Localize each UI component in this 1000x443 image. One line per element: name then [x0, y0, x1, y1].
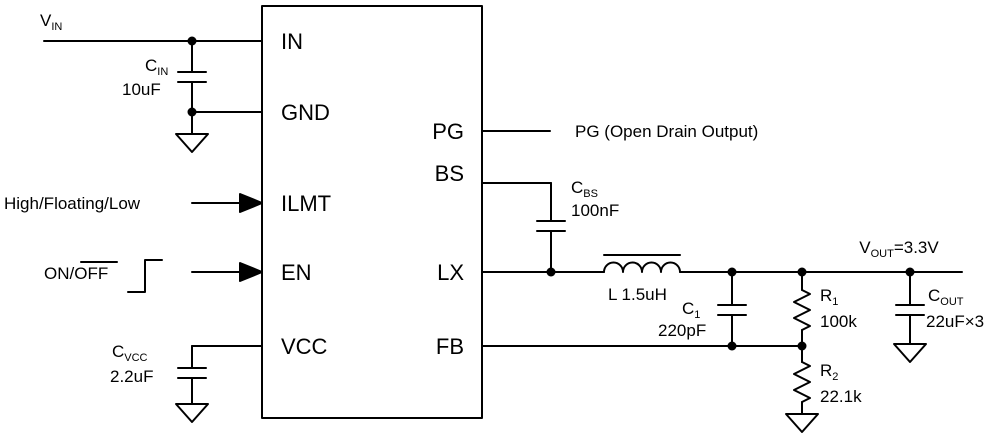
pin-bs: BS	[435, 161, 464, 186]
r1-label: R1	[820, 286, 838, 308]
ilmt-label: High/Floating/Low	[4, 194, 141, 213]
r2-resistor	[793, 345, 811, 415]
pin-lx: LX	[437, 260, 464, 285]
pin-ilmt: ILMT	[281, 191, 331, 216]
cout-label: COUT	[928, 286, 964, 308]
r2-value: 22.1k	[820, 387, 862, 406]
pin-in: IN	[281, 29, 303, 54]
pin-vcc: VCC	[281, 334, 328, 359]
junction-dots	[187, 36, 915, 351]
cvcc-value: 2.2uF	[110, 367, 153, 386]
ground-symbol-cvcc	[175, 403, 209, 423]
c1-capacitor	[717, 271, 747, 347]
cin-label: CIN	[145, 56, 168, 78]
r2-label: R2	[820, 361, 838, 383]
ilmt-arrow	[191, 193, 263, 213]
bs-net	[481, 182, 566, 273]
en-step-icon	[127, 259, 163, 293]
cvcc-label: CVCC	[112, 342, 148, 364]
cbs-label: CBS	[571, 178, 598, 200]
inductor-label: L 1.5uH	[608, 285, 667, 304]
ground-symbol-r2	[785, 413, 819, 433]
cin-value: 10uF	[122, 80, 161, 99]
ground-symbol-cout	[893, 343, 927, 363]
ic-body	[261, 5, 483, 419]
pin-en: EN	[281, 260, 312, 285]
c1-value: 220pF	[658, 321, 706, 340]
inductor	[603, 254, 681, 273]
cbs-value: 100nF	[571, 201, 619, 220]
pin-gnd: GND	[281, 100, 330, 125]
vin-net	[43, 40, 263, 135]
vin-label: VIN	[40, 11, 62, 33]
ground-symbol-cin	[175, 133, 209, 153]
pin-pg: PG	[432, 119, 464, 144]
vout-label: VOUT=3.3V	[859, 238, 939, 260]
en-label: ON/OFF	[44, 264, 108, 283]
r1-value: 100k	[820, 312, 857, 331]
r1-resistor	[793, 271, 811, 347]
pg-label: PG (Open Drain Output)	[575, 122, 758, 141]
cout-capacitor	[895, 271, 925, 345]
vcc-net	[177, 345, 263, 405]
cout-value: 22uF×3	[926, 312, 984, 331]
c1-label: C1	[682, 299, 700, 321]
pin-fb: FB	[436, 334, 464, 359]
en-arrow	[191, 262, 263, 282]
